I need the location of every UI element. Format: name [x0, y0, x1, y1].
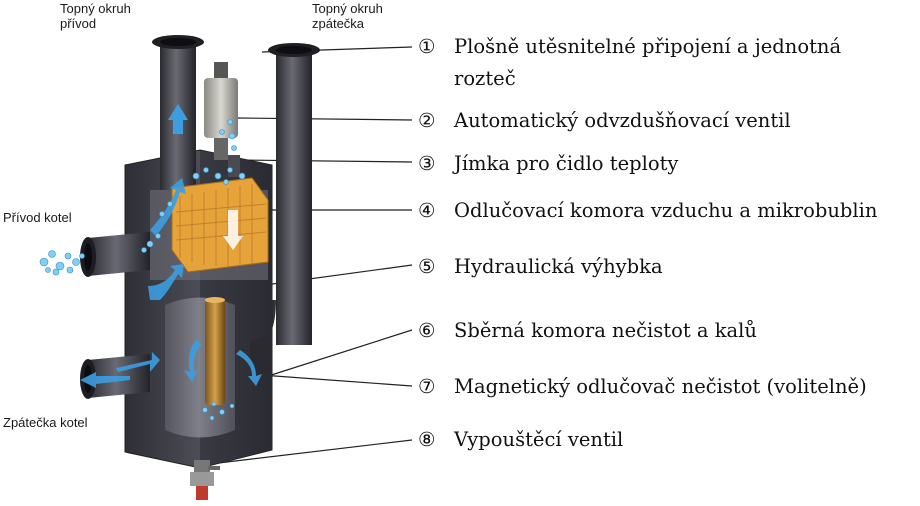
callout-7: ⑦ Magnetický odlučovač nečistot (voliteln… — [418, 370, 867, 403]
callout-number: ④ — [418, 199, 436, 222]
callout-4: ④ Odlučovací komora vzduchu a mikrobublin — [418, 194, 877, 227]
leader-line-8 — [209, 439, 413, 465]
leader-line-6 — [261, 329, 413, 379]
callout-text: Odlučovací komora vzduchu a mikrobublin — [454, 199, 878, 222]
callout-text: Magnetický odlučovač nečistot (volitelně… — [454, 375, 867, 398]
callout-number: ② — [418, 109, 436, 132]
callout-1: ① Plošně utěsnitelné připojení a jednotná — [418, 30, 841, 63]
callout-number: ③ — [418, 152, 436, 175]
callout-5: ⑤ Hydraulická výhybka — [418, 250, 663, 283]
label-supply-circuit-line2: přívod — [60, 16, 97, 31]
magnetic-separator — [205, 297, 225, 405]
callout-6: ⑥ Sběrná komora nečistot a kalů — [418, 314, 757, 347]
callout-text-continued: rozteč — [454, 67, 516, 90]
automatic-air-vent — [204, 62, 238, 160]
separation-chamber — [171, 177, 269, 273]
callout-text: Vypouštěcí ventil — [454, 428, 624, 451]
air-bubbles — [39, 119, 246, 421]
callout-text: Plošně utěsnitelné připojení a jednotná — [454, 35, 842, 58]
callout-number: ⑤ — [418, 255, 436, 278]
label-supply-circuit: Topný okruh přívod — [60, 1, 131, 31]
drain-valve — [190, 460, 220, 500]
return-pipe — [238, 43, 320, 352]
callout-number: ⑦ — [418, 375, 436, 398]
callout-8: ⑧ Vypouštěcí ventil — [418, 423, 623, 456]
label-boiler-supply: Přívod kotel — [3, 210, 72, 225]
callout-number: ⑧ — [418, 428, 436, 451]
label-return-circuit-line2: zpátečka — [312, 16, 365, 31]
callout-text: Automatický odvzdušňovací ventil — [454, 109, 791, 132]
label-supply-circuit-line1: Topný okruh — [60, 1, 131, 16]
callout-1-continuation: rozteč — [418, 62, 516, 95]
callout-3: ③ Jímka pro čidlo teploty — [418, 147, 678, 180]
callout-number: ⑥ — [418, 319, 436, 342]
label-return-circuit: Topný okruh zpátečka — [312, 1, 383, 31]
leader-line-2 — [237, 117, 413, 121]
callout-text: Jímka pro čidlo teploty — [454, 152, 679, 175]
flow-arrows — [80, 178, 262, 388]
callout-text: Hydraulická výhybka — [454, 255, 663, 278]
callout-number: ① — [418, 35, 436, 58]
supply-pipe — [152, 35, 204, 190]
boiler-supply-pipe — [80, 232, 150, 277]
callout-2: ② Automatický odvzdušňovací ventil — [418, 104, 791, 137]
label-return-circuit-line1: Topný okruh — [312, 1, 383, 16]
label-boiler-return: Zpátečka kotel — [3, 415, 88, 430]
leader-line-3 — [235, 159, 413, 163]
callout-text: Sběrná komora nečistot a kalů — [454, 319, 757, 342]
sensor-well — [228, 155, 240, 177]
circuit-return-pipe — [250, 336, 272, 376]
